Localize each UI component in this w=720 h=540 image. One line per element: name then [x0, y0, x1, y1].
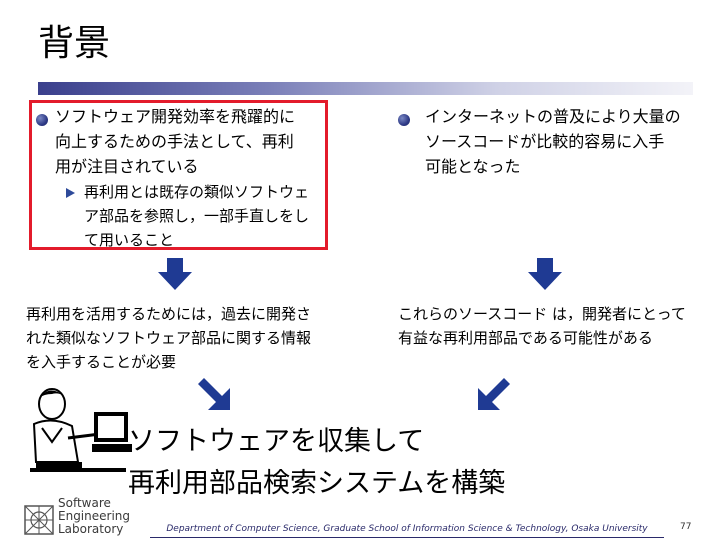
diagonal-arrow-down-right-icon [196, 376, 232, 412]
lab-line: Software [58, 496, 111, 510]
text-line: ソフトウェア開発効率を飛躍的に [55, 107, 296, 126]
lab-logo-icon [24, 505, 54, 539]
left-sub-text: 再利用とは既存の類似ソフトウェ ア部品を参照し，一部手直しをし て用いること [84, 180, 309, 252]
highlight-box [29, 100, 328, 250]
right-bullet-text: インターネットの普及により大量の ソースコードが比較的容易に入手 可能となった [425, 104, 681, 179]
text-line: ア部品を参照し，一部手直しをし [84, 207, 310, 225]
footer-underline [150, 537, 664, 538]
sub-bullet-arrow-icon [66, 188, 75, 198]
text-line: 再利用とは既存の類似ソフトウェ [84, 183, 310, 201]
left-bullet-text: ソフトウェア開発効率を飛躍的に 向上するための手法として、再利 用が注目されてい… [55, 104, 295, 179]
text-line: インターネットの普及により大量の [425, 107, 681, 126]
text-line: れた類似なソフトウェア部品に関する情報 [26, 329, 312, 347]
person-at-computer-icon [22, 382, 132, 496]
text-line: を入手することが必要 [26, 353, 177, 371]
right-conclusion: これらのソースコード は，開発者にとって 有益な再利用部品である可能性がある [398, 302, 686, 350]
lab-line: Laboratory [58, 522, 124, 536]
text-line: 再利用を活用するためには，過去に開発さ [26, 305, 312, 323]
title-underline-bar [38, 82, 693, 95]
footer-text: Department of Computer Science, Graduate… [166, 524, 648, 534]
text-line: 可能となった [425, 157, 521, 176]
main-message-line-2: 再利用部品検索システムを構築 [128, 468, 506, 499]
text-line: ソースコードが比較的容易に入手 [425, 132, 665, 151]
down-arrow-icon [158, 258, 192, 290]
bullet-icon [398, 114, 410, 126]
left-conclusion: 再利用を活用するためには，過去に開発さ れた類似なソフトウェア部品に関する情報 … [26, 302, 311, 374]
text-line: 向上するための手法として、再利 [55, 132, 294, 151]
page-number: 77 [680, 522, 692, 532]
text-line: て用いること [84, 231, 175, 249]
diagonal-arrow-down-left-icon [476, 376, 512, 412]
bullet-icon [36, 114, 48, 126]
main-message-line-1: ソフトウェアを収集して [128, 426, 425, 457]
lab-logo-text: Software Engineering Laboratory [58, 497, 130, 536]
down-arrow-icon [528, 258, 562, 290]
text-line: 有益な再利用部品である可能性がある [398, 329, 653, 347]
text-line: 用が注目されている [55, 157, 199, 176]
text-line: これらのソースコード は，開発者にとって [398, 305, 686, 323]
lab-line: Engineering [58, 509, 130, 523]
slide-title: 背景 [38, 23, 111, 64]
